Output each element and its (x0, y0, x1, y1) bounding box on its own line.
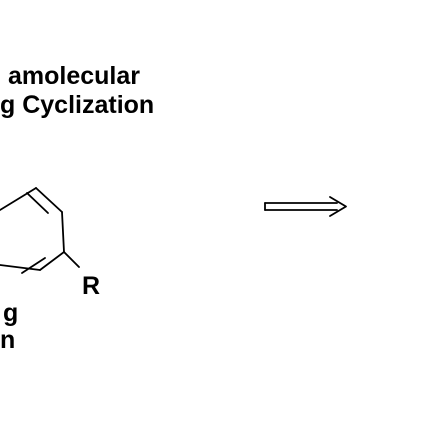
bond-right-vertical (61, 211, 65, 253)
bond-bottom-double (21, 257, 46, 274)
arrow-head (329, 196, 347, 217)
bond-bottom-left (0, 264, 41, 271)
bond-bottom-right (39, 251, 65, 271)
side-text-line-2: n (0, 326, 16, 354)
bond-to-substituent (63, 251, 80, 268)
title-line-2: g Cyclization (0, 91, 155, 119)
retrosynthesis-arrow (264, 196, 347, 217)
slide-title: amolecular g Cyclization (0, 62, 154, 120)
bond-top-right (35, 187, 63, 213)
bond-top-double (26, 192, 49, 214)
side-text-line-1: g (3, 299, 19, 327)
substituent-label: R (82, 272, 100, 300)
bond-top-left (0, 187, 37, 211)
title-line-1: amolecular (8, 62, 141, 90)
ring-structure (0, 187, 80, 274)
side-text: g n (0, 300, 18, 354)
